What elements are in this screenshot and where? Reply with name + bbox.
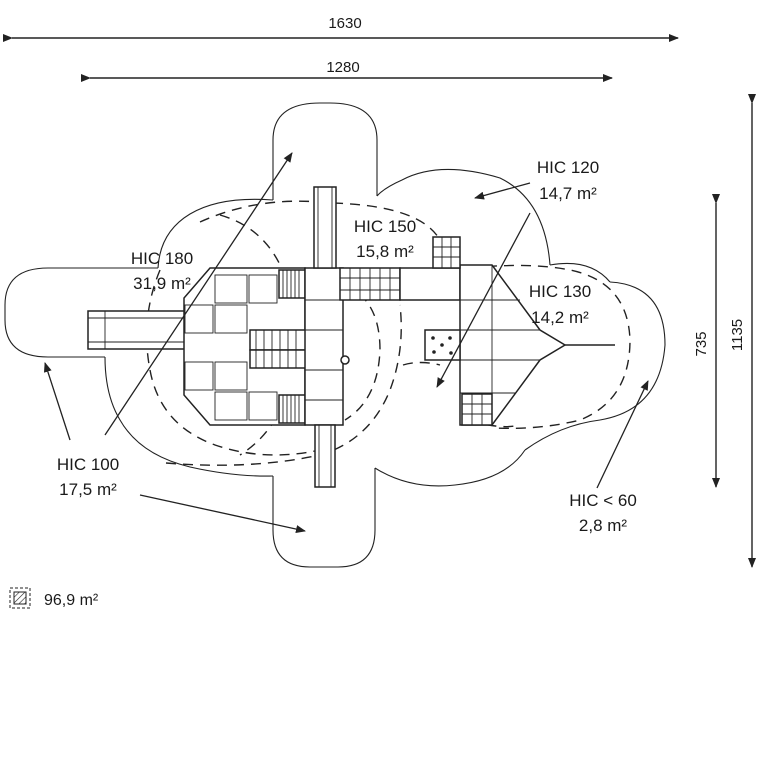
legend: 96,9 m²	[9, 587, 99, 609]
zone-label-hic120: HIC 120 14,7 m²	[537, 158, 599, 203]
left-slide	[87, 310, 189, 350]
top-net-ladder	[432, 236, 461, 269]
zone-label-hic130: HIC 130 14,2 m²	[529, 282, 591, 327]
zone-label-hic120-area: 14,7 m²	[539, 184, 597, 203]
dimension-inner-width-value: 1280	[326, 59, 359, 76]
dimension-overall-width-value: 1630	[328, 15, 361, 32]
zone-label-hic180-area: 31,9 m²	[133, 274, 191, 293]
climbing-wall	[424, 329, 461, 361]
stair-block-top	[278, 269, 306, 299]
legend-total-area: 96,9 m²	[44, 592, 99, 609]
bridge-platform	[399, 267, 461, 301]
zone-label-hic130-area: 14,2 m²	[531, 308, 589, 327]
zone-label-hic100-area: 17,5 m²	[59, 480, 117, 499]
dimension-overall-depth: 1135	[729, 94, 756, 568]
zone-label-hic60-name: HIC < 60	[569, 491, 637, 510]
zone-label-hic130-name: HIC 130	[529, 282, 591, 301]
dimension-inner-width: 1280	[81, 59, 613, 82]
zone-label-hic180-name: HIC 180	[131, 249, 193, 268]
hatched-square-icon	[9, 587, 31, 609]
middle-tower	[304, 267, 350, 426]
stair-block-bottom	[278, 394, 306, 424]
bottom-slide	[314, 424, 336, 488]
bottom-net-ladder	[461, 393, 493, 426]
dimension-inner-depth: 735	[693, 194, 720, 488]
dimension-overall-depth-value: 1135	[729, 319, 746, 351]
top-ladder	[313, 186, 337, 269]
zone-label-hic60-area: 2,8 m²	[579, 516, 628, 535]
leader-arrows	[43, 152, 649, 533]
zone-label-hic60: HIC < 60 2,8 m²	[569, 491, 637, 535]
net-bridge	[339, 267, 401, 301]
zone-label-hic120-name: HIC 120	[537, 158, 599, 177]
play-structure	[87, 186, 615, 488]
central-panels	[249, 329, 307, 369]
safety-zone-outline	[4, 102, 666, 568]
zone-label-hic150-area: 15,8 m²	[356, 242, 414, 261]
dimension-overall-width: 1630	[3, 15, 679, 42]
zone-label-hic180: HIC 180 31,9 m²	[131, 249, 193, 293]
zone-label-hic150-name: HIC 150	[354, 217, 416, 236]
dimension-inner-depth-value: 735	[693, 331, 710, 356]
main-tower	[183, 267, 307, 426]
zone-label-hic100-name: HIC 100	[57, 455, 119, 474]
zone-label-hic100: HIC 100 17,5 m²	[57, 455, 119, 499]
zone-label-hic150: HIC 150 15,8 m²	[354, 217, 416, 261]
